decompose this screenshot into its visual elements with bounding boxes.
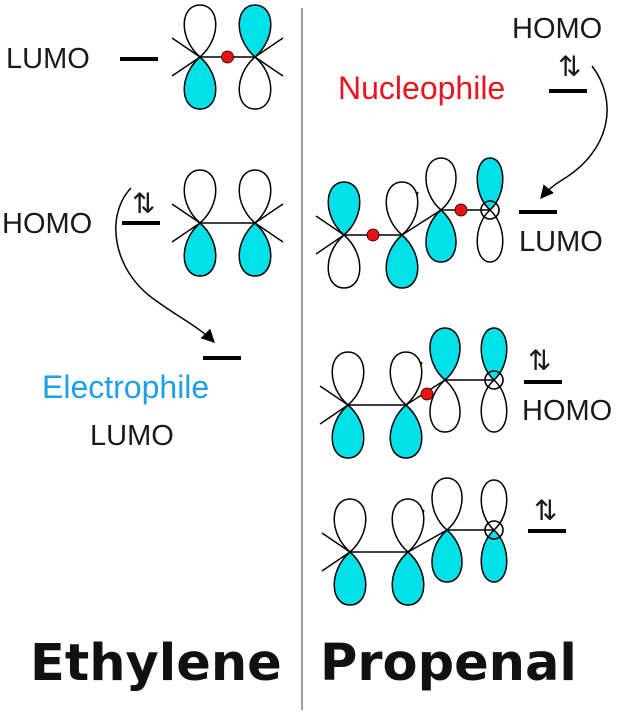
p-orbital-lobe bbox=[327, 181, 361, 236]
propenal-lowest-substituent-bond bbox=[321, 551, 351, 572]
ethylene-homo-substituent-bond bbox=[254, 222, 284, 243]
nucleophile-label: Nucleophile bbox=[338, 70, 505, 106]
p-orbital-lobe bbox=[331, 351, 365, 406]
p-orbital-lobe bbox=[425, 209, 457, 263]
propenal-homo-substituent-bond bbox=[319, 404, 349, 425]
ethylene-lumo-substituent-bond bbox=[171, 56, 201, 77]
p-orbital-lobe bbox=[238, 222, 272, 277]
oxygen-atom bbox=[484, 520, 504, 540]
p-orbital-lobe bbox=[431, 477, 463, 531]
p-orbital-lobe bbox=[425, 157, 457, 211]
p-orbital-lobe bbox=[238, 56, 272, 110]
p-orbital-lobe bbox=[480, 378, 508, 433]
ethylene-interaction-arrow bbox=[115, 187, 215, 343]
p-orbital-lobe bbox=[391, 551, 425, 606]
nucleophile-homo-label: HOMO bbox=[512, 13, 602, 45]
p-orbital-lobe bbox=[238, 4, 272, 58]
ethylene-lumo-substituent-bond bbox=[171, 37, 201, 58]
p-orbital-lobe bbox=[480, 327, 508, 382]
node-dot bbox=[420, 387, 434, 401]
ethylene-panel: LUMO HOMO ⇅ bbox=[2, 4, 284, 693]
propenal-homo-label: HOMO bbox=[522, 395, 612, 427]
p-orbital-lobe bbox=[333, 551, 367, 606]
electrophile-label: Electrophile bbox=[42, 369, 209, 405]
propenal-lowest-substituent-bond bbox=[321, 532, 351, 553]
oxygen-atom bbox=[480, 200, 500, 220]
ethylene-lumo-substituent-bond bbox=[254, 37, 284, 58]
p-orbital-lobe bbox=[480, 528, 508, 583]
propenal-interaction-arrow bbox=[540, 65, 608, 200]
propenal-lowest-bond bbox=[407, 529, 448, 553]
propenal-lumo-bond bbox=[401, 209, 442, 236]
p-orbital-lobe bbox=[476, 157, 504, 212]
p-orbital-lobe bbox=[389, 351, 423, 406]
ethylene-homo-electron-pair: ⇅ bbox=[132, 188, 155, 219]
propenal-lumo-label: LUMO bbox=[519, 226, 603, 258]
p-orbital-lobe bbox=[183, 222, 217, 277]
propenal-panel: HOMO ⇅ Nucleophile LUMO bbox=[315, 13, 612, 693]
nucleophile-homo-electron-pair: ⇅ bbox=[558, 51, 581, 82]
p-orbital-lobe bbox=[238, 169, 272, 224]
ethylene-lumo-substituent-bond bbox=[254, 56, 284, 77]
p-orbital-lobe bbox=[431, 529, 463, 583]
propenal-homo-substituent-bond bbox=[319, 385, 349, 406]
ethylene-homo-orbitals bbox=[171, 169, 284, 277]
p-orbital-lobe bbox=[183, 169, 217, 224]
p-orbital-lobe bbox=[476, 208, 504, 263]
ethylene-title: Ethylene bbox=[30, 634, 282, 693]
ethylene-lumo-orbitals bbox=[171, 4, 284, 110]
ethylene-lumo-label: LUMO bbox=[6, 43, 90, 75]
node-dot bbox=[221, 50, 234, 64]
p-orbital-lobe bbox=[183, 4, 217, 58]
p-orbital-lobe bbox=[480, 479, 508, 532]
node-dot bbox=[366, 228, 380, 242]
propenal-homo-orbitals bbox=[319, 327, 508, 459]
p-orbital-lobe bbox=[333, 498, 367, 553]
p-orbital-lobe bbox=[429, 327, 461, 381]
p-orbital-lobe bbox=[385, 234, 419, 289]
p-orbital-lobe bbox=[385, 181, 419, 236]
ethylene-homo-substituent-bond bbox=[254, 203, 284, 224]
ethylene-homo-substituent-bond bbox=[171, 203, 201, 224]
propenal-title: Propenal bbox=[320, 634, 577, 693]
propenal-lumo-substituent-bond bbox=[315, 234, 345, 255]
propenal-lowest-orbitals bbox=[321, 477, 508, 606]
p-orbital-lobe bbox=[331, 404, 365, 459]
propenal-lumo-orbitals bbox=[315, 157, 504, 289]
p-orbital-lobe bbox=[429, 379, 461, 433]
node-dot bbox=[454, 203, 468, 217]
oxygen-atom bbox=[484, 370, 504, 390]
ethylene-homo-label: HOMO bbox=[2, 208, 92, 240]
p-orbital-lobe bbox=[327, 234, 361, 289]
p-orbital-lobe bbox=[389, 404, 423, 459]
electrophile-lumo-label: LUMO bbox=[90, 420, 174, 452]
propenal-lumo-substituent-bond bbox=[315, 215, 345, 236]
propenal-homo-electron-pair: ⇅ bbox=[528, 345, 551, 376]
propenal-lowest-electron-pair: ⇅ bbox=[534, 495, 557, 526]
p-orbital-lobe bbox=[183, 56, 217, 110]
ethylene-homo-substituent-bond bbox=[171, 222, 201, 243]
p-orbital-lobe bbox=[391, 498, 425, 553]
